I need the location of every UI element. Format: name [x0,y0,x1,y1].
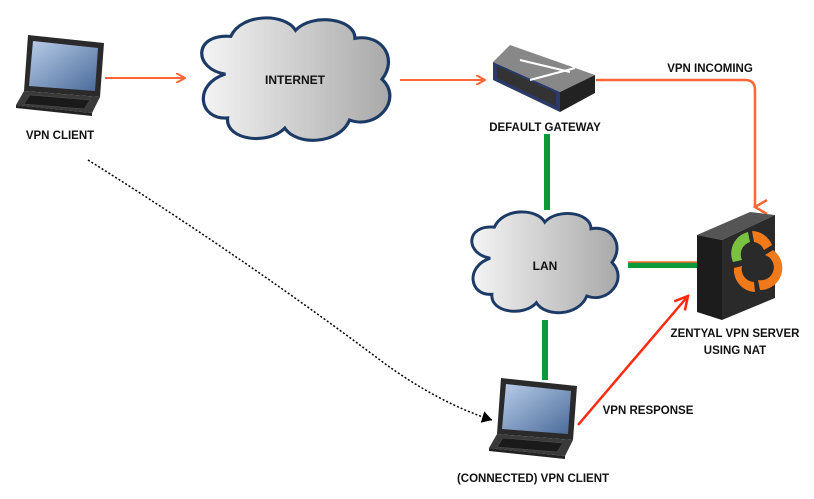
connected-client-label: (CONNECTED) VPN CLIENT [457,473,609,485]
gateway-label: DEFAULT GATEWAY [489,122,601,134]
internet-label: INTERNET [265,73,326,87]
edge-lan-server [628,261,698,268]
connected-client-laptop-icon [488,377,578,460]
vpn-response-label: VPN RESPONSE [603,405,694,417]
edge-client-connects [87,159,493,423]
server-label-line1: ZENTYAL VPN SERVER [671,328,801,340]
vpn-client-laptop-icon [15,34,105,117]
zentyal-server-icon [697,212,783,320]
vpn-client-label: VPN CLIENT [26,130,94,142]
server-label-line2: USING NAT [704,345,766,357]
edge-vpn-incoming [596,78,755,207]
lan-label: LAN [533,259,558,273]
vpn-incoming-label: VPN INCOMING [667,63,753,75]
gateway-switch-icon [493,45,595,112]
edge-vpn-response [577,296,688,426]
